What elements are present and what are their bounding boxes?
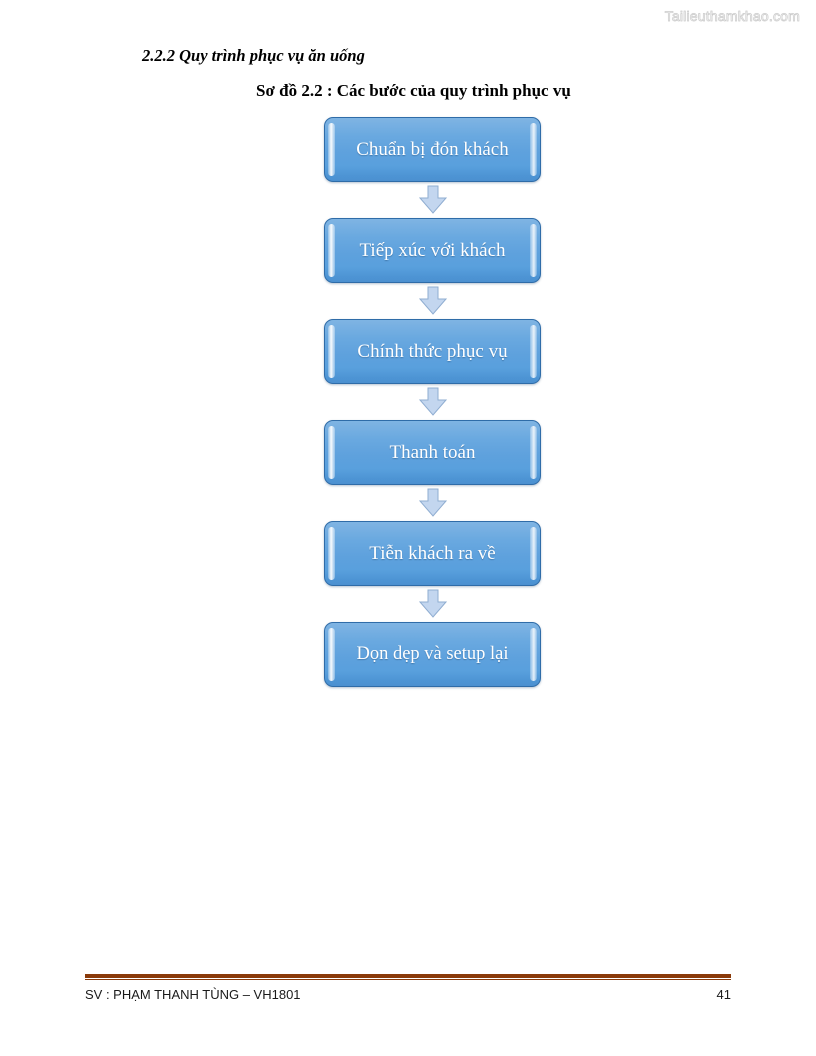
flow-node-label: Thanh toán [389, 442, 476, 463]
flow-connector [324, 485, 541, 521]
arrow-down-icon [418, 589, 447, 618]
flow-node: Tiếp xúc với khách [324, 218, 541, 283]
flow-node-label: Tiễn khách ra về [369, 543, 496, 564]
flow-step-3: Chính thức phục vụ [324, 319, 541, 384]
flow-step-1: Chuẩn bị đón khách [324, 117, 541, 182]
flow-node: Thanh toán [324, 420, 541, 485]
arrow-down-icon [418, 488, 447, 517]
figure-caption: Sơ đồ 2.2 : Các bước của quy trình phục … [256, 81, 571, 100]
flow-node-label: Dọn dẹp và setup lại [356, 644, 509, 665]
footer-rule-thick [85, 974, 731, 978]
flow-connector [324, 586, 541, 622]
flow-node: Chuẩn bị đón khách [324, 117, 541, 182]
flow-step-5: Tiễn khách ra về [324, 521, 541, 586]
flow-node-label: Chính thức phục vụ [357, 341, 508, 362]
flow-connector [324, 182, 541, 218]
flow-step-4: Thanh toán [324, 420, 541, 485]
flow-node: Chính thức phục vụ [324, 319, 541, 384]
flow-node-label: Chuẩn bị đón khách [356, 139, 509, 160]
arrow-down-icon [418, 286, 447, 315]
footer-rule-thin [85, 979, 731, 980]
page-title: 2.2.2 Quy trình phục vụ ăn uống [142, 46, 365, 65]
flow-connector [324, 384, 541, 420]
arrow-down-icon [418, 185, 447, 214]
footer-page-number: 41 [716, 987, 731, 1002]
flowchart: Chuẩn bị đón khách Tiếp xúc với khách Ch… [324, 117, 541, 687]
flow-node-label: Tiếp xúc với khách [359, 240, 506, 261]
flow-node: Tiễn khách ra về [324, 521, 541, 586]
watermark: Tailieuthamkhao.com [664, 8, 800, 25]
footer-author: SV : PHẠM THANH TÙNG – VH1801 [85, 987, 301, 1002]
flow-connector [324, 283, 541, 319]
flow-step-2: Tiếp xúc với khách [324, 218, 541, 283]
footer-row: SV : PHẠM THANH TÙNG – VH1801 41 [85, 987, 731, 1002]
flow-step-6: Dọn dẹp và setup lại [324, 622, 541, 687]
flow-node: Dọn dẹp và setup lại [324, 622, 541, 687]
page-footer: SV : PHẠM THANH TÙNG – VH1801 41 [85, 974, 731, 1002]
arrow-down-icon [418, 387, 447, 416]
